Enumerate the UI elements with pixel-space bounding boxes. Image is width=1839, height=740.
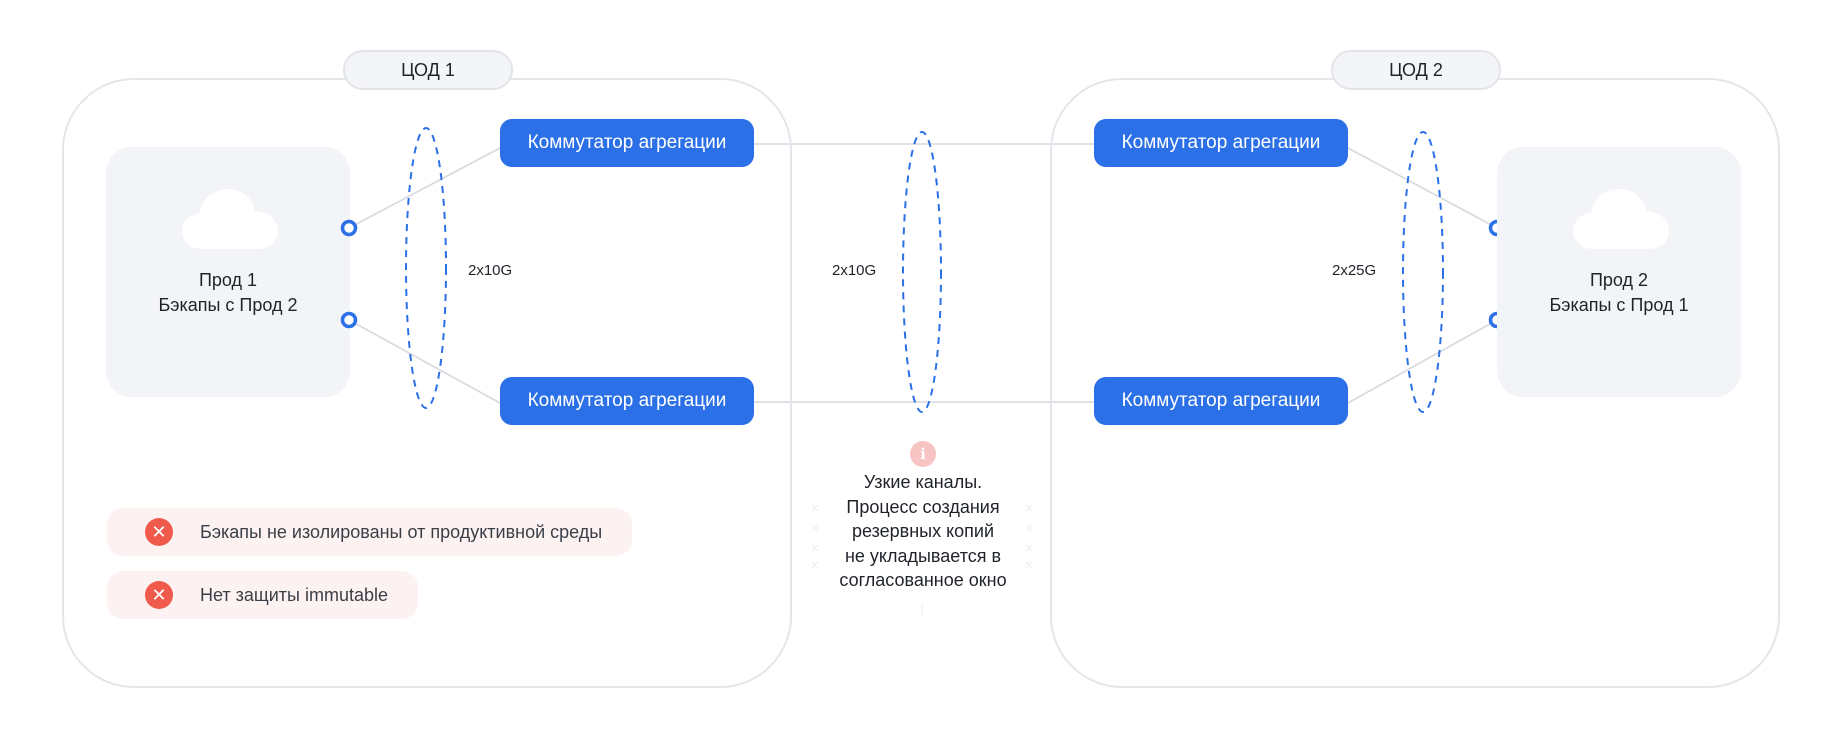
port-icon <box>340 219 358 237</box>
note-line: Узкие каналы. <box>863 472 983 492</box>
link-speed-interdc: 2x10G <box>832 262 877 279</box>
aggregation-switch-dc2-top[interactable]: Коммутатор агрегации <box>1094 119 1348 167</box>
bandwidth-note: Узкие каналы. Процесс создания резервных… <box>810 470 1036 593</box>
note-line: резервных копий <box>851 521 995 541</box>
note-line: Процесс создания <box>846 496 1000 517</box>
server-prod-2-text: Прод 2 Бэкапы с Прод 1 <box>1497 268 1741 318</box>
port-icon <box>340 311 358 329</box>
server-prod-1-text: Прод 1 Бэкапы с Прод 2 <box>106 268 350 318</box>
link-right-top-switch-server <box>1347 147 1498 229</box>
link-right-bottom-switch-server <box>1347 319 1498 404</box>
close-icon: ✕ <box>145 518 173 546</box>
aggregation-switch-dc1-top[interactable]: Коммутатор агрегации <box>500 119 754 167</box>
link-speed-dc2: 2x25G <box>1332 262 1377 279</box>
warning-text: Нет защиты immutable <box>200 584 388 605</box>
warning-not-isolated: ✕ Бэкапы не изолированы от продуктивной … <box>107 508 633 556</box>
server-prod-2-card: Прод 2 Бэкапы с Прод 1 <box>1497 147 1741 397</box>
link-speed-dc1: 2x10G <box>468 262 513 279</box>
server-name: Прод 1 <box>198 270 258 290</box>
cloud-icon <box>1573 189 1669 249</box>
link-bundle-right <box>1402 131 1444 413</box>
aggregation-switch-dc2-bottom[interactable]: Коммутатор агрегации <box>1094 377 1348 425</box>
info-icon: i <box>910 441 936 467</box>
server-backup-source: Бэкапы с Прод 2 <box>158 295 298 315</box>
link-bundle-middle <box>902 131 942 413</box>
note-line: не укладывается в <box>844 545 1002 566</box>
link-bundle-left <box>405 127 447 409</box>
link-left-server-top-switch <box>348 147 501 229</box>
warning-text: Бэкапы не изолированы от продуктивной ср… <box>200 521 603 542</box>
note-line: согласованное окно <box>839 570 1007 590</box>
cloud-icon <box>182 189 278 249</box>
warning-no-immutable: ✕ Нет защиты immutable <box>107 571 418 619</box>
server-name: Прод 2 <box>1589 270 1649 290</box>
link-left-server-bottom-switch <box>348 319 501 404</box>
faint-cross-marks <box>811 504 1033 616</box>
server-prod-1-card: Прод 1 Бэкапы с Прод 2 <box>106 147 350 397</box>
close-icon: ✕ <box>145 581 173 609</box>
aggregation-switch-dc1-bottom[interactable]: Коммутатор агрегации <box>500 377 754 425</box>
server-backup-source: Бэкапы с Прод 1 <box>1549 295 1689 315</box>
datacenter-2-label: ЦОД 2 <box>1331 50 1501 90</box>
datacenter-1-label: ЦОД 1 <box>343 50 513 90</box>
